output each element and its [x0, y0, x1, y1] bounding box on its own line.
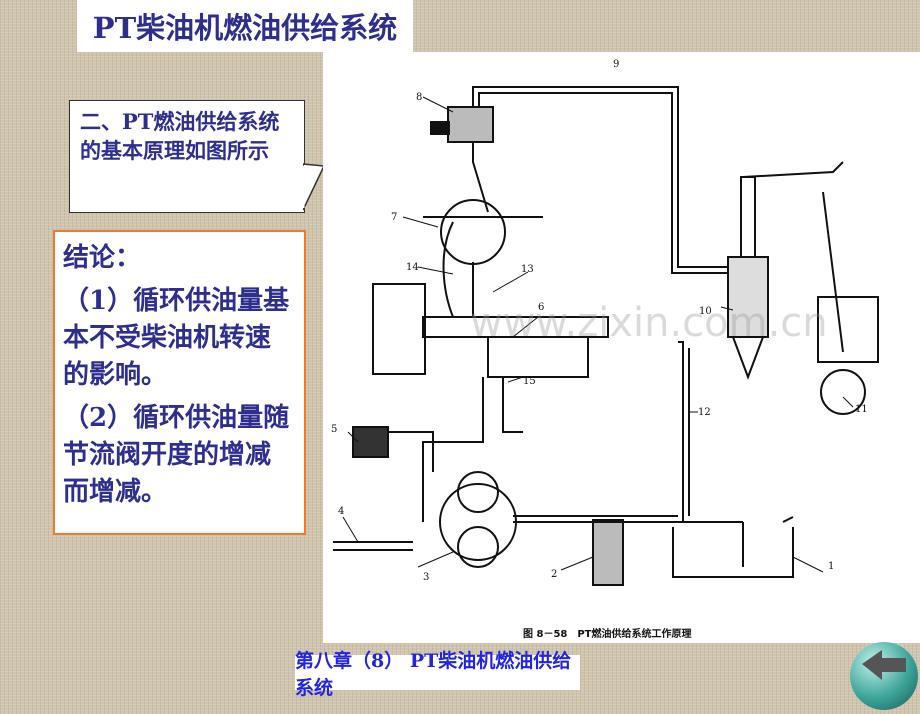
back-arrow-icon: [862, 650, 906, 680]
label-3: 3: [423, 572, 429, 583]
label-5: 5: [331, 424, 337, 435]
label-13: 13: [521, 264, 534, 275]
footer-label: 第八章（8） PT柴油机燃油供给系统: [295, 650, 580, 699]
callout-box: 二、PT燃油供给系统的基本原理如图所示: [69, 100, 305, 213]
label-2: 2: [551, 569, 557, 580]
label-10: 10: [699, 306, 712, 317]
label-14: 14: [406, 262, 419, 273]
label-7: 7: [391, 212, 397, 223]
label-4: 4: [338, 506, 344, 517]
label-6: 6: [538, 302, 544, 313]
back-button[interactable]: [850, 642, 918, 710]
callout-tail: [303, 163, 326, 211]
diagram-drawing: 8 9 7 14 13 6 15 10 12 11 5 4 3 2 1: [331, 59, 879, 586]
label-12: 12: [698, 407, 711, 418]
label-9: 9: [613, 59, 619, 70]
diagram-caption: 图 8－58 PT燃油供给系统工作原理: [523, 629, 692, 640]
conclusion-heading: 结论：: [63, 243, 142, 273]
conclusion-item: （2）循环供油量随节流阀开度的增减而增减。: [63, 403, 290, 507]
slide-title: PT柴油机燃油供给系统: [92, 11, 398, 45]
label-11: 11: [855, 404, 868, 415]
conclusion-box: 结论： （1）循环供油量基本不受柴油机转速的影响。 （2）循环供油量随节流阀开度…: [53, 230, 306, 535]
watermark: www.zixin.com.cn: [470, 300, 828, 346]
label-1: 1: [828, 561, 834, 572]
label-15: 15: [523, 376, 536, 387]
conclusion-item: （1）循环供油量基本不受柴油机转速的影响。: [63, 286, 290, 390]
fuel-system-diagram: 8 9 7 14 13 6 15 10 12 11 5 4 3 2 1 图 8－…: [323, 52, 920, 643]
label-8: 8: [416, 92, 422, 103]
title-box: PT柴油机燃油供给系统: [77, 0, 413, 52]
